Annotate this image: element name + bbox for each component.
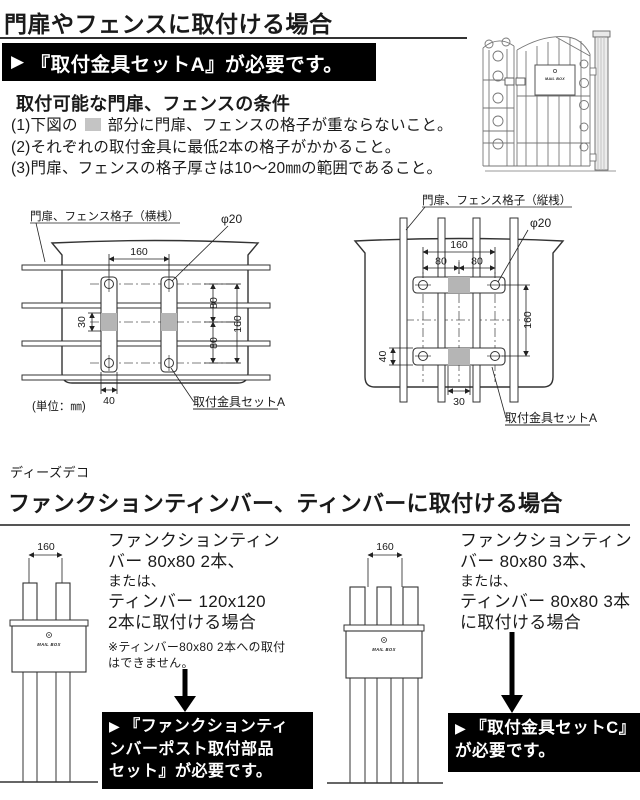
diagram-vertical-rails: 160 80 80 160 40 30 門扉、フェンス格子（縦桟） φ20 取付…	[353, 193, 597, 426]
mailbox-emblem-icon	[46, 632, 52, 638]
condition-1: (1)下図の部分に門扉、フェンスの格子が重ならないこと。	[11, 117, 453, 134]
dim-left: 30	[76, 316, 88, 328]
dim-top-left: 80	[435, 256, 447, 268]
down-arrow-icon	[174, 669, 196, 712]
timber-posts-lower	[22, 672, 71, 782]
post-diagram-three-timbers: 160 MAIL BOX	[327, 541, 443, 784]
dim-left: 40	[377, 351, 389, 363]
no-overlap-zone	[161, 313, 177, 331]
section1-title-underline	[0, 37, 467, 39]
mailbox-outline	[50, 239, 260, 384]
mailbox-body	[345, 630, 423, 679]
mailbox-lid	[9, 619, 89, 627]
section2-title-underline	[0, 524, 630, 526]
post-right-description: ファンクションティン バー 80x80 3本、 または、 ティンバー 80x80…	[460, 531, 632, 632]
gate-post	[589, 30, 611, 171]
dim-right-outer: 160	[232, 315, 244, 333]
dim-top: 160	[37, 541, 55, 553]
condition-3: (3)門扉、フェンスの格子厚さは10～20㎜の範囲であること。	[11, 160, 443, 177]
dim-top: 160	[376, 541, 394, 553]
conditions-heading: 取付可能な門扉、フェンスの条件	[16, 94, 291, 114]
mailbox-emblem-icon	[381, 637, 387, 643]
mailbox-emblem-icon	[553, 69, 558, 74]
gate-mailbox: MAIL BOX	[534, 64, 576, 96]
no-overlap-zone	[101, 313, 117, 331]
required-box-a-text: 『取付金具セットA』が必要です。	[30, 53, 344, 76]
no-overlap-zone	[448, 348, 470, 365]
diagram-horizontal-rails: 160 80 80 160 30 40 門扉、フェンス格子（横桟） φ20 (単…	[21, 209, 285, 413]
part-label: 取付金具セットA	[505, 410, 597, 425]
hole-diameter-label: φ20	[530, 216, 551, 230]
condition-2: (2)それぞれの取付金具に最低2本の格子がかかること。	[11, 138, 401, 156]
arrow-right-icon: ▶	[109, 718, 121, 734]
brand-label: ディーズデコ	[10, 465, 90, 480]
section2-title: ファンクションティンバー、ティンバーに取付ける場合	[8, 491, 563, 516]
post-diagram-two-timbers: 160 MAIL BOX	[0, 541, 98, 783]
section1-title: 門扉やフェンスに取付ける場合	[4, 11, 333, 37]
fence-rails	[399, 217, 519, 403]
conditions-list: (1)下図の部分に門扉、フェンスの格子が重ならないこと。 (2)それぞれの取付金…	[11, 115, 521, 180]
dim-right-lower: 80	[208, 337, 220, 349]
mailbox-body	[11, 625, 87, 673]
diagram-label: 門扉、フェンス格子（縦桟）	[422, 193, 571, 207]
gate-illustration: MAIL BOX	[482, 30, 616, 172]
dim-bottom: 40	[103, 395, 115, 407]
mailbox-label: MAIL BOX	[372, 647, 396, 652]
down-arrow-icon	[501, 632, 523, 713]
required-box-c: ▶『取付金具セットC』 が必要です。	[448, 713, 640, 772]
timber-posts-lower	[349, 678, 419, 783]
dim-right-upper: 80	[208, 297, 220, 309]
post-left-description: ファンクションティン バー 80x80 2本、 または、 ティンバー 120x1…	[108, 530, 318, 671]
arrow-right-icon: ▶	[455, 720, 467, 736]
dim-right: 160	[522, 311, 534, 329]
required-box-b: ▶『ファンクションティ ンバーポスト取付部品 セット』が必要です。	[102, 712, 313, 789]
dim-top-right: 80	[471, 256, 483, 268]
dim-top: 160	[450, 239, 468, 251]
gate-latch	[504, 77, 515, 86]
mailbox-label: MAIL BOX	[37, 642, 61, 647]
required-box-a: ▶ 『取付金具セットA』が必要です。	[2, 43, 376, 81]
dim-top: 160	[130, 246, 148, 258]
timber-posts	[349, 586, 419, 631]
part-label: 取付金具セットA	[193, 394, 285, 409]
fence-rails	[21, 264, 271, 381]
mailbox-lid	[343, 624, 425, 632]
arrow-right-icon: ▶	[11, 52, 25, 71]
hole-diameter-label: φ20	[221, 212, 242, 226]
unit-note: (単位：㎜)	[32, 399, 86, 413]
dim-bottom: 30	[453, 396, 465, 408]
gray-zone-swatch	[84, 118, 101, 131]
no-overlap-zone	[448, 277, 470, 293]
post-left-note: ※ティンバー80x80 2本への取付 はできません。	[108, 640, 286, 670]
diagram-label: 門扉、フェンス格子（横桟）	[30, 209, 179, 223]
mailbox-label: MAIL BOX	[545, 77, 565, 81]
timber-posts	[22, 582, 71, 626]
